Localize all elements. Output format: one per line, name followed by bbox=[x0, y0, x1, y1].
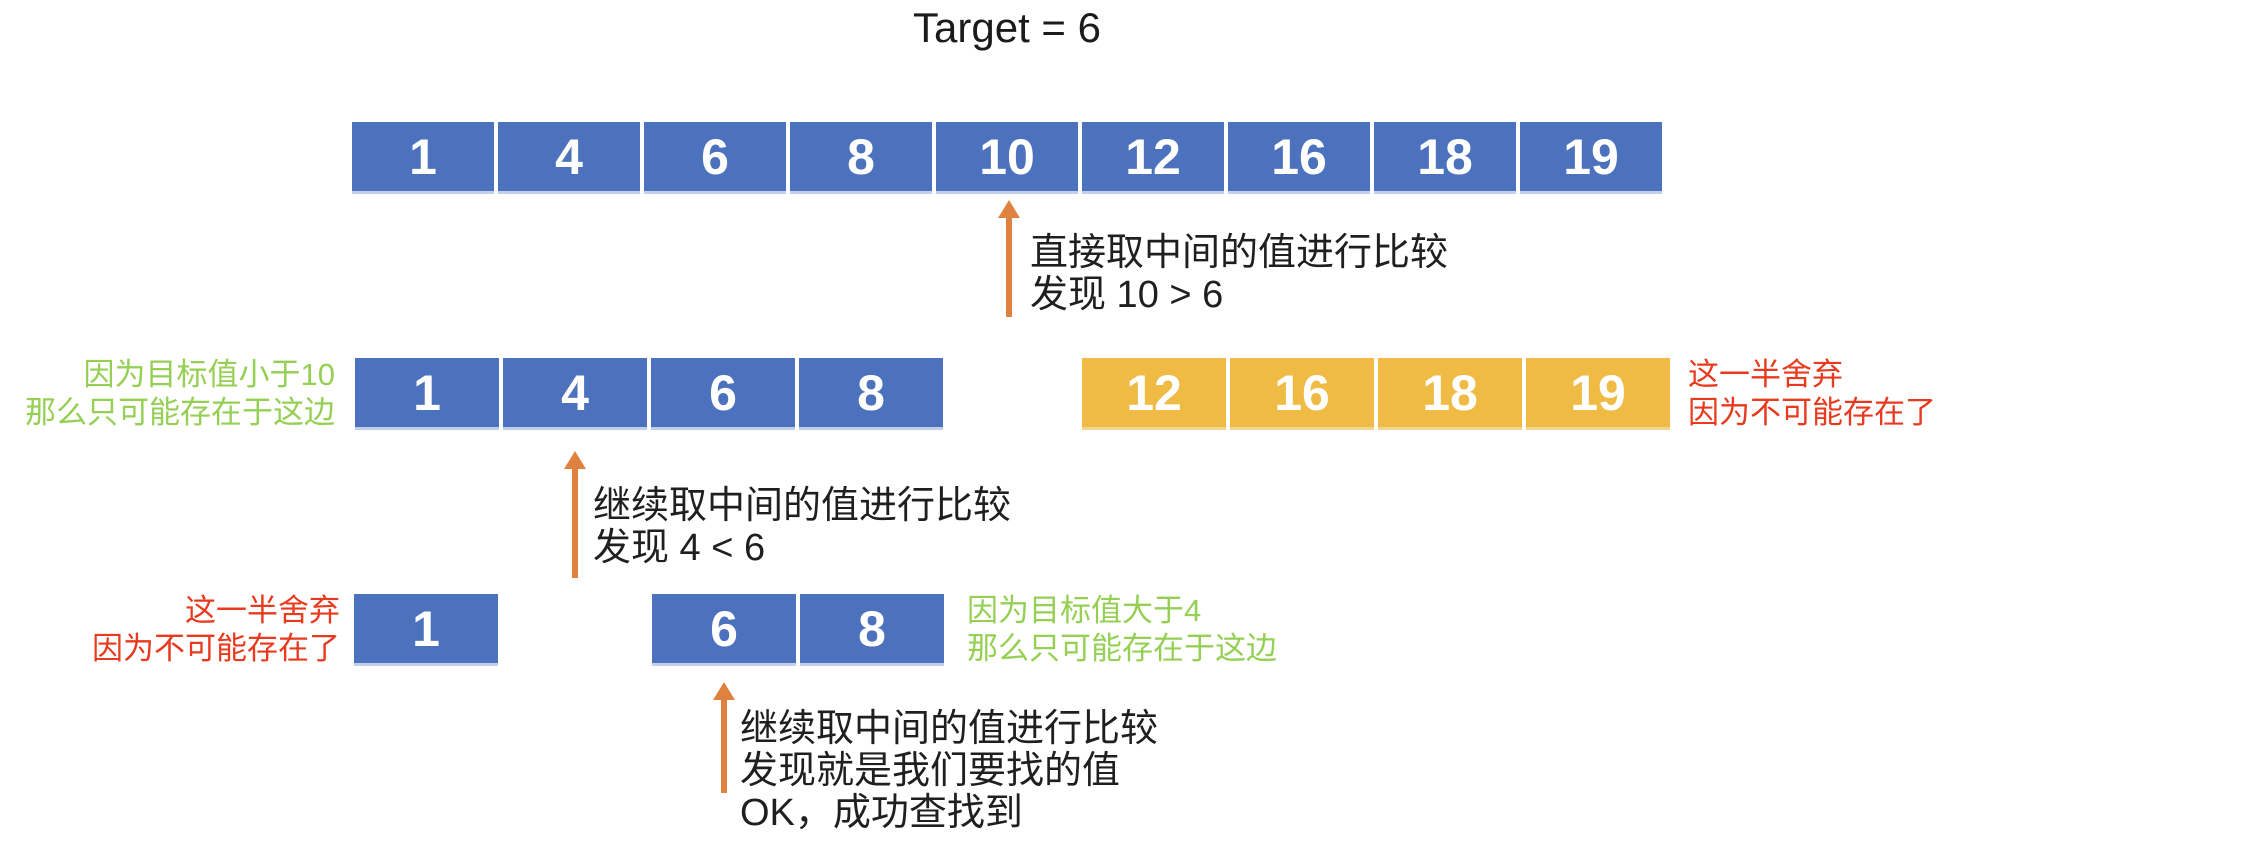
arrow-shaft bbox=[1006, 218, 1012, 317]
arrow-head bbox=[713, 682, 735, 700]
array-cell: 6 bbox=[651, 358, 795, 430]
label-step3-discarded: 这一半舍弃 因为不可能存在了 bbox=[0, 592, 340, 668]
label-step3-discarded-line1: 这一半舍弃 bbox=[185, 593, 340, 628]
arrow-up-step1-icon bbox=[998, 200, 1020, 317]
array-cell: 12 bbox=[1082, 122, 1224, 194]
arrow-shaft bbox=[721, 700, 727, 793]
label-step2-kept-line1: 因为目标值小于10 bbox=[83, 357, 335, 392]
note-step3: 继续取中间的值进行比较 发现就是我们要找的值 OK，成功查找到 bbox=[740, 708, 1158, 834]
array-cell: 1 bbox=[352, 122, 494, 194]
label-step2-discarded-line1: 这一半舍弃 bbox=[1688, 357, 1843, 392]
note-step1-line1: 直接取中间的值进行比较 bbox=[1030, 232, 1449, 274]
array-cell: 19 bbox=[1520, 122, 1662, 194]
array-cell: 8 bbox=[800, 594, 944, 666]
label-step3-kept-line1: 因为目标值大于4 bbox=[967, 593, 1202, 628]
array-cell: 12 bbox=[1082, 358, 1226, 430]
note-step2-line2: 发现 4 < 6 bbox=[593, 527, 766, 569]
array-cell: 19 bbox=[1526, 358, 1670, 430]
array-cell: 6 bbox=[652, 594, 796, 666]
array-cell: 10 bbox=[936, 122, 1078, 194]
array-cell: 8 bbox=[799, 358, 943, 430]
array-cell: 18 bbox=[1374, 122, 1516, 194]
note-step1-line2: 发现 10 > 6 bbox=[1030, 274, 1224, 316]
arrow-head bbox=[564, 451, 586, 469]
array-cell: 8 bbox=[790, 122, 932, 194]
note-step3-line3: OK，成功查找到 bbox=[740, 792, 1023, 834]
label-step3-discarded-line2: 因为不可能存在了 bbox=[92, 631, 340, 666]
label-step3-kept: 因为目标值大于4 那么只可能存在于这边 bbox=[967, 592, 1277, 668]
array-cell: 4 bbox=[503, 358, 647, 430]
array-cell: 1 bbox=[355, 358, 499, 430]
label-step2-kept-line2: 那么只可能存在于这边 bbox=[25, 395, 335, 430]
label-step2-discarded: 这一半舍弃 因为不可能存在了 bbox=[1688, 356, 1936, 432]
label-step2-kept: 因为目标值小于10 那么只可能存在于这边 bbox=[0, 356, 335, 432]
array-cell: 4 bbox=[498, 122, 640, 194]
array-cell: 18 bbox=[1378, 358, 1522, 430]
label-step3-kept-line2: 那么只可能存在于这边 bbox=[967, 631, 1277, 666]
note-step2: 继续取中间的值进行比较 发现 4 < 6 bbox=[593, 485, 1011, 569]
array-cell: 16 bbox=[1230, 358, 1374, 430]
arrow-up-step3-icon bbox=[713, 682, 735, 793]
note-step3-line2: 发现就是我们要找的值 bbox=[740, 750, 1121, 792]
note-step1: 直接取中间的值进行比较 发现 10 > 6 bbox=[1030, 232, 1448, 316]
note-step3-line1: 继续取中间的值进行比较 bbox=[740, 708, 1159, 750]
array-step3-discarded: 1 bbox=[354, 594, 498, 666]
label-step2-discarded-line2: 因为不可能存在了 bbox=[1688, 395, 1936, 430]
arrow-shaft bbox=[572, 469, 578, 578]
array-cell: 16 bbox=[1228, 122, 1370, 194]
note-step2-line1: 继续取中间的值进行比较 bbox=[593, 485, 1012, 527]
arrow-head bbox=[998, 200, 1020, 218]
array-cell: 6 bbox=[644, 122, 786, 194]
diagram-title: Target = 6 bbox=[913, 4, 1101, 51]
array-cell: 1 bbox=[354, 594, 498, 666]
arrow-up-step2-icon bbox=[564, 451, 586, 578]
